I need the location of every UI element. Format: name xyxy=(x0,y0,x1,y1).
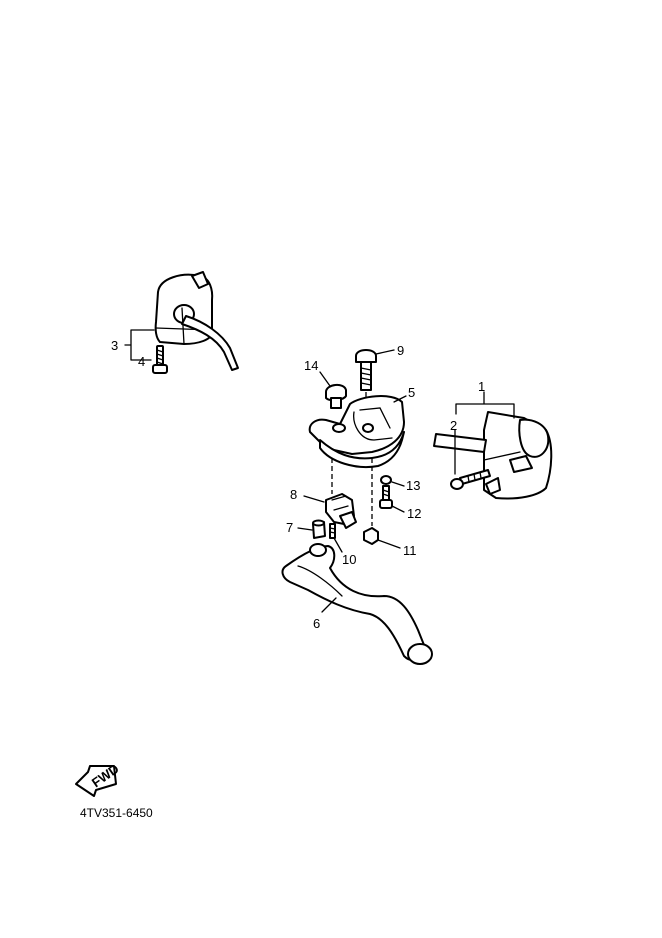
fwd-direction-arrow: FWD xyxy=(75,761,122,797)
label-part-4: 4 xyxy=(138,354,145,369)
part-11-nut xyxy=(363,458,401,549)
label-part-9: 9 xyxy=(397,343,404,358)
part-14-cap xyxy=(319,371,347,409)
part-5-lever-holder xyxy=(308,395,407,468)
label-part-7: 7 xyxy=(286,520,293,535)
part-1-right-switch-housing xyxy=(433,391,553,500)
part-labels: 1 2 3 4 5 6 7 8 9 10 11 12 13 14 xyxy=(111,338,485,631)
part-3-left-switch-housing xyxy=(154,271,239,371)
part-4-screw xyxy=(152,345,168,374)
label-part-10: 10 xyxy=(342,552,356,567)
part-8-switch xyxy=(303,458,357,529)
part-2-screw xyxy=(450,429,491,490)
label-part-13: 13 xyxy=(406,478,420,493)
label-part-1: 1 xyxy=(478,379,485,394)
part-7-bushing xyxy=(297,519,326,539)
part-6-clutch-lever xyxy=(281,543,433,665)
label-part-12: 12 xyxy=(407,506,421,521)
label-part-11: 11 xyxy=(403,543,417,558)
label-part-2: 2 xyxy=(450,418,457,433)
label-part-14: 14 xyxy=(304,358,318,373)
leader-lines-3-4 xyxy=(124,329,155,361)
part-9-bolt xyxy=(355,349,395,416)
part-12-bolt xyxy=(379,485,405,513)
part-10-screw xyxy=(329,523,343,553)
part-13-washer xyxy=(380,475,405,487)
label-part-5: 5 xyxy=(408,385,415,400)
label-part-3: 3 xyxy=(111,338,118,353)
drawing-code: 4TV351-6450 xyxy=(80,806,153,820)
label-part-8: 8 xyxy=(290,487,297,502)
label-part-6: 6 xyxy=(313,616,320,631)
